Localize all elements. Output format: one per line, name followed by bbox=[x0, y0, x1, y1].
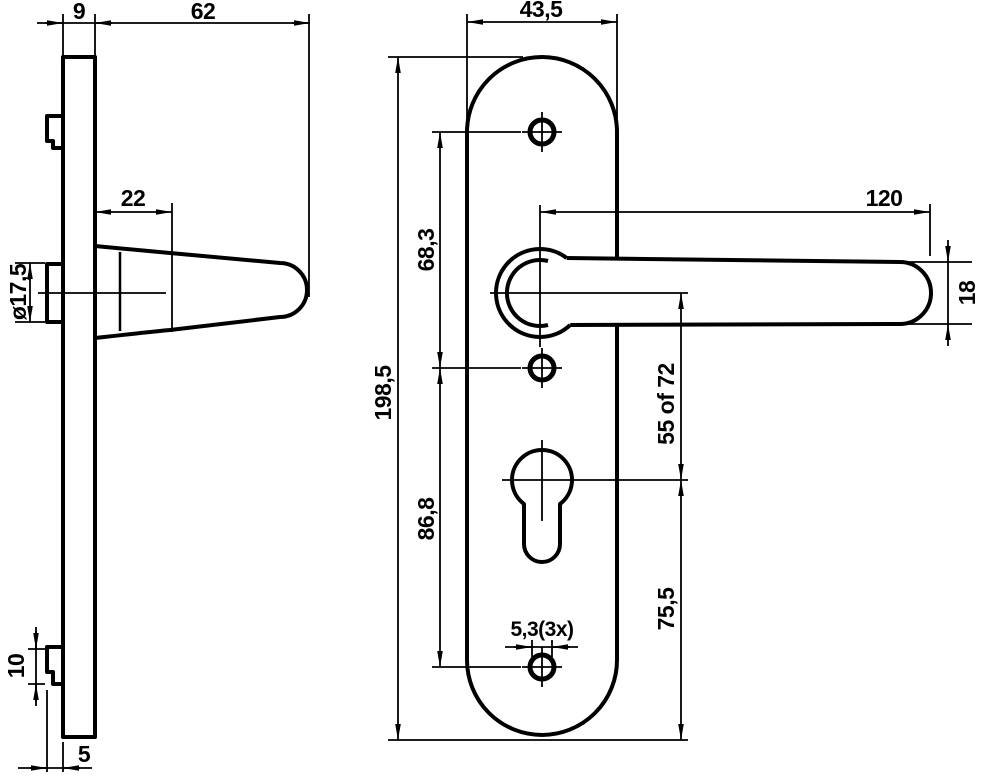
front-view: 43,5 198,5 68,3 86,8 120 bbox=[370, 0, 980, 741]
screw-hole-top bbox=[522, 112, 562, 152]
side-top-screw-tab bbox=[45, 114, 63, 150]
dim-upper-hole-spacing: 68,3 bbox=[413, 131, 521, 369]
dim-label-plate-height: 198,5 bbox=[370, 365, 396, 421]
dim-boss-protrusion: 5 bbox=[18, 690, 92, 772]
dim-lever-length: 120 bbox=[540, 185, 931, 256]
dim-label-boss-height: 10 bbox=[3, 654, 29, 679]
dim-label-lever-thickness: 18 bbox=[954, 280, 980, 305]
dim-boss-height: 10 bbox=[3, 627, 45, 706]
dim-plate-width: 43,5 bbox=[466, 0, 618, 131]
dim-label-lever-length: 120 bbox=[866, 185, 903, 211]
dim-label-upper-hole-spacing: 68,3 bbox=[413, 229, 439, 272]
side-handle-neck bbox=[94, 244, 309, 340]
handle-rose-outer bbox=[494, 247, 572, 339]
dim-label-plate-thickness: 9 bbox=[73, 0, 85, 24]
dim-plate-height: 198,5 bbox=[370, 56, 688, 741]
dim-neck-length: 22 bbox=[95, 185, 173, 332]
dim-centre-distance: 55 of 72 bbox=[653, 293, 684, 480]
dim-label-lower-hole-spacing: 86,8 bbox=[413, 497, 439, 540]
dim-fixing-holes: 5,3(3x) bbox=[505, 618, 578, 657]
handle-lever bbox=[566, 256, 933, 327]
dim-label-plate-width: 43,5 bbox=[520, 0, 563, 22]
front-backplate-outline bbox=[465, 55, 619, 737]
dim-label-centre-distance: 55 of 72 bbox=[653, 363, 679, 445]
side-plate-outline bbox=[61, 55, 97, 739]
dim-label-boss-protrusion: 5 bbox=[78, 741, 91, 767]
screw-hole-bottom bbox=[522, 647, 562, 687]
dim-label-cylinder-to-bottom: 75,5 bbox=[653, 587, 679, 630]
dim-cylinder-to-bottom: 75,5 bbox=[653, 480, 684, 740]
dim-label-fixing-holes: 5,3(3x) bbox=[510, 618, 573, 641]
dim-boss-diameter: ø17,5 bbox=[5, 262, 45, 323]
dim-label-neck-length: 22 bbox=[121, 185, 146, 211]
side-view: 9 62 22 ø17,5 10 bbox=[3, 0, 310, 772]
dim-lower-hole-spacing: 86,8 bbox=[413, 368, 521, 668]
screw-hole-middle bbox=[522, 348, 562, 388]
dim-label-boss-diameter: ø17,5 bbox=[5, 263, 31, 320]
dim-plate-thickness-and-depth: 9 62 bbox=[37, 0, 310, 297]
dim-label-handle-depth: 62 bbox=[191, 0, 216, 24]
side-bottom-screw-tab bbox=[45, 645, 63, 686]
dim-lever-thickness: 18 bbox=[902, 240, 980, 346]
cylinder-keyhole bbox=[510, 448, 574, 564]
